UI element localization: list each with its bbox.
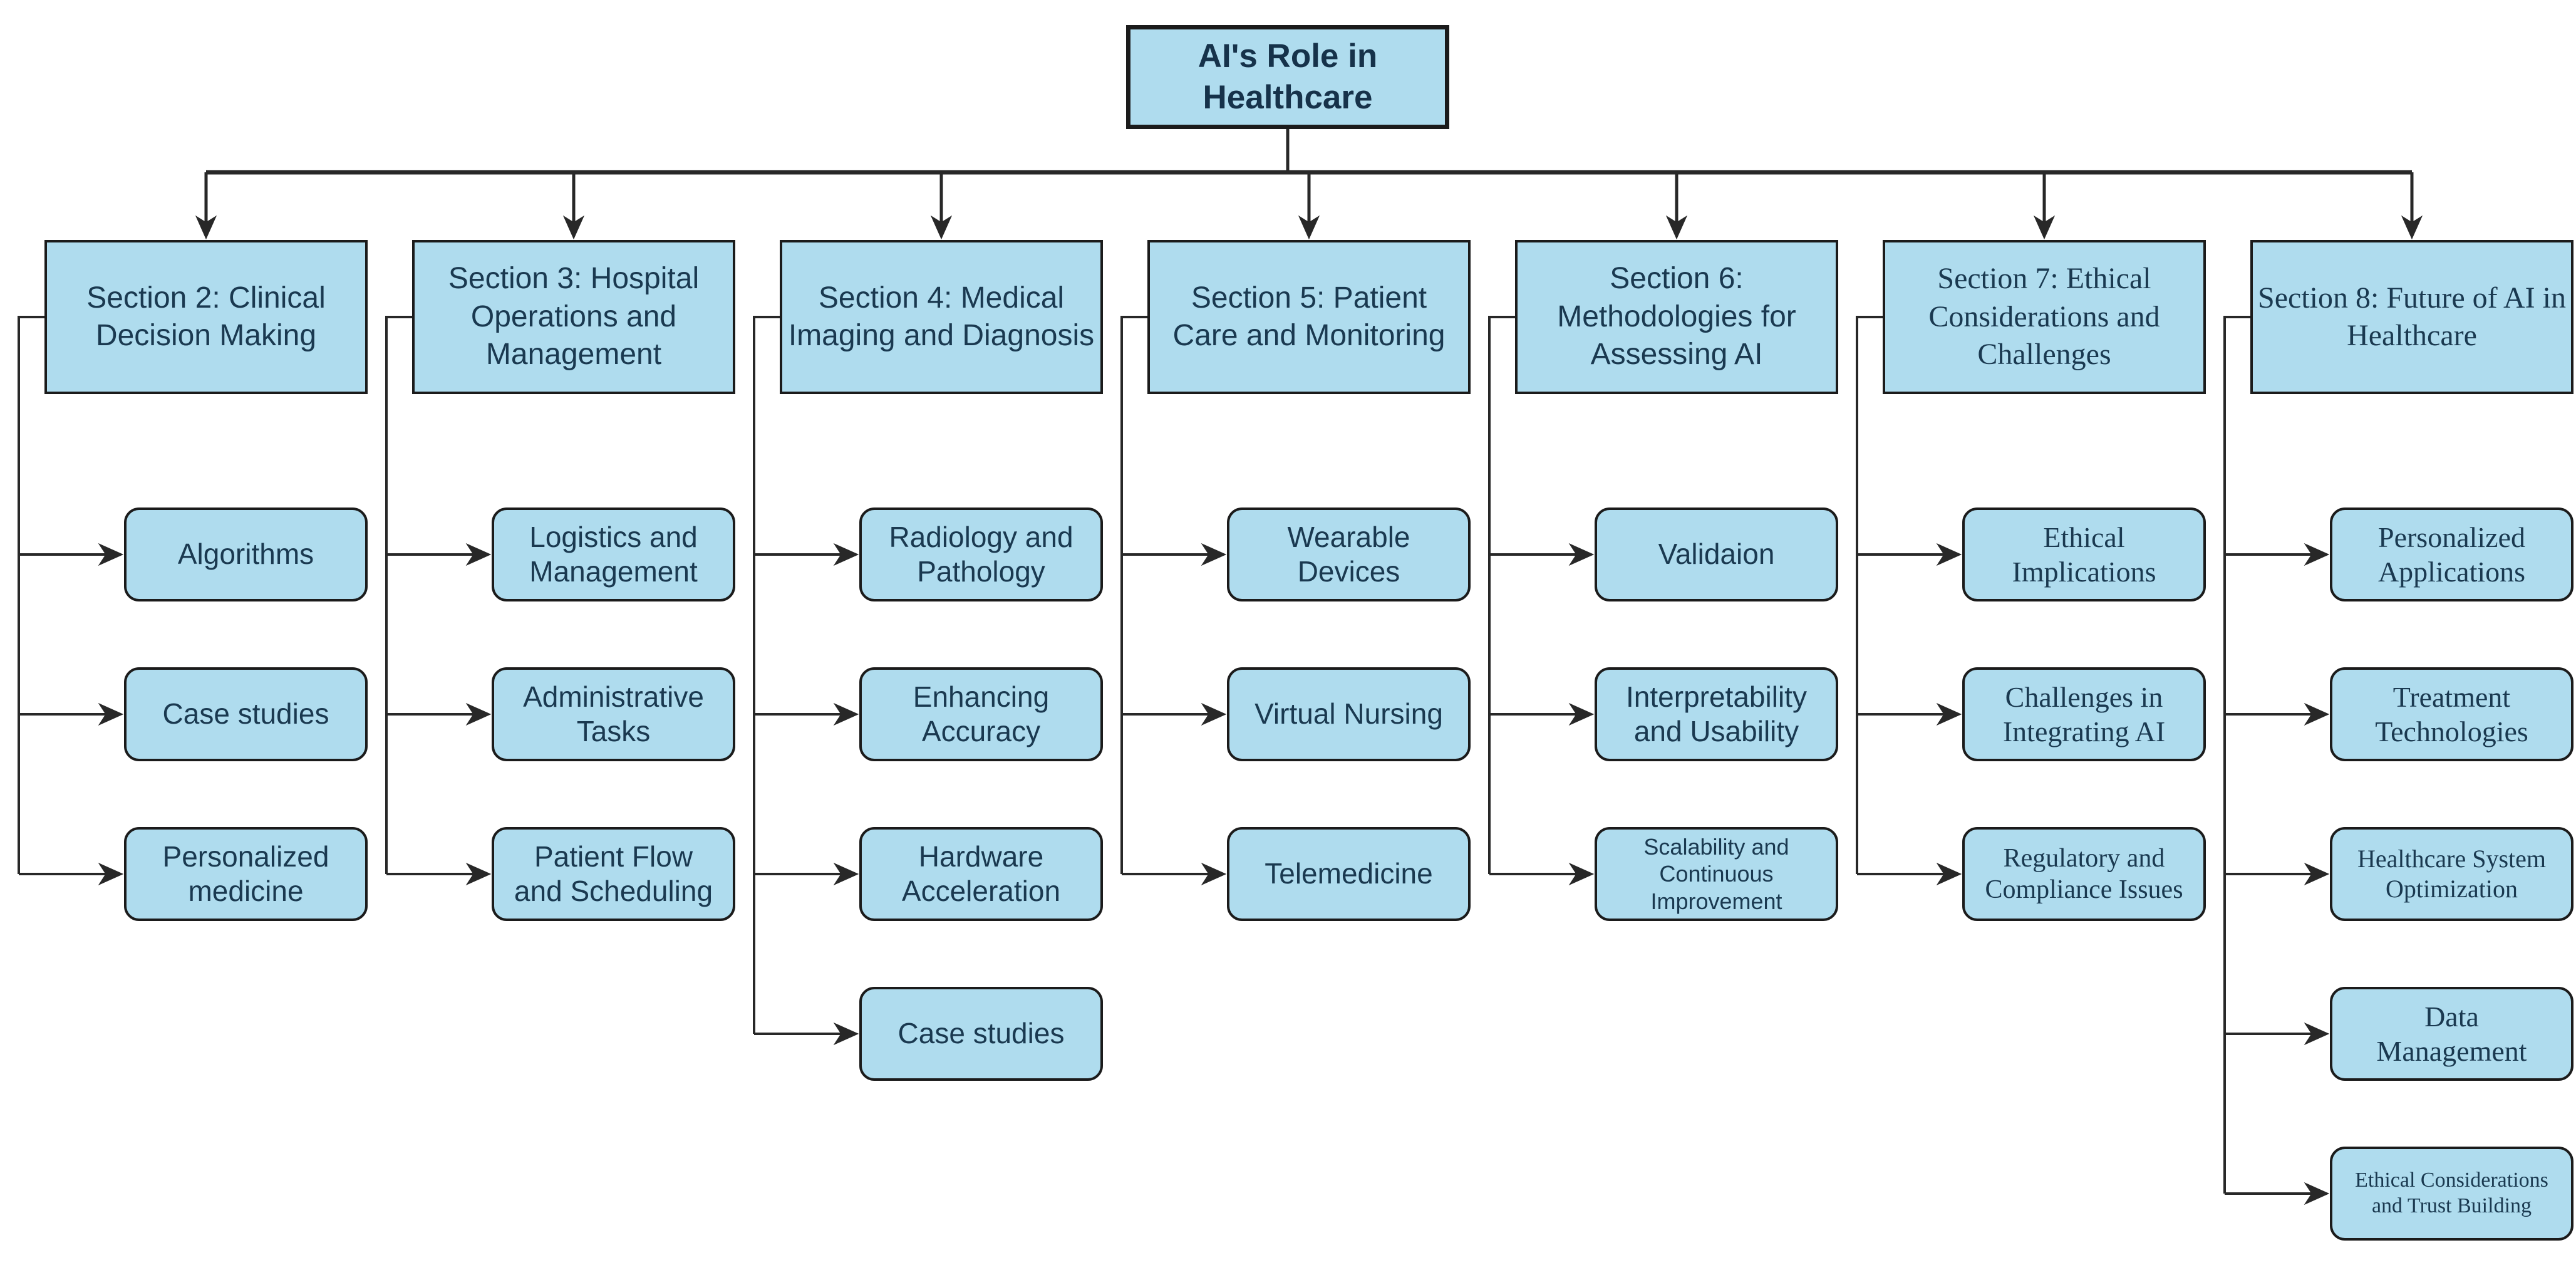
section-header: Section 6: Methodologies for Assessing A… xyxy=(1515,240,1838,394)
down-arrowhead-icon xyxy=(930,215,953,240)
section-spine-line xyxy=(385,316,412,874)
child-node: Healthcare System Optimization xyxy=(2330,827,2573,921)
right-arrowhead-icon xyxy=(2304,1022,2330,1046)
child-node: Regulatory and Compliance Issues xyxy=(1962,827,2206,921)
section-spine-line xyxy=(18,316,44,874)
section-spine-line xyxy=(753,316,780,1034)
child-node: Ethical Considerations and Trust Buildin… xyxy=(2330,1147,2573,1241)
section-header: Section 5: Patient Care and Monitoring xyxy=(1147,240,1471,394)
child-node: Wearable Devices xyxy=(1227,508,1471,601)
section-header: Section 7: Ethical Considerations and Ch… xyxy=(1883,240,2206,394)
child-node: Treatment Technologies xyxy=(2330,667,2573,761)
child-node: Virtual Nursing xyxy=(1227,667,1471,761)
child-node: Ethical Implications xyxy=(1962,508,2206,601)
root-node: AI's Role in Healthcare xyxy=(1126,25,1449,129)
child-node: Telemedicine xyxy=(1227,827,1471,921)
down-arrowhead-icon xyxy=(1298,215,1320,240)
right-arrowhead-icon xyxy=(2304,702,2330,726)
right-arrowhead-icon xyxy=(833,543,859,566)
child-node: Patient Flow and Scheduling xyxy=(492,827,735,921)
child-node: Challenges in Integrating AI xyxy=(1962,667,2206,761)
section-spine-line xyxy=(2223,316,2250,1194)
right-arrowhead-icon xyxy=(1936,862,1962,886)
child-node: Enhancing Accuracy xyxy=(859,667,1103,761)
child-node: Hardware Acceleration xyxy=(859,827,1103,921)
child-node: Data Management xyxy=(2330,987,2573,1081)
child-node: Validaion xyxy=(1595,508,1838,601)
child-node: Algorithms xyxy=(124,508,368,601)
section-header: Section 2: Clinical Decision Making xyxy=(44,240,368,394)
right-arrowhead-icon xyxy=(465,702,492,726)
child-node: Administrative Tasks xyxy=(492,667,735,761)
right-arrowhead-icon xyxy=(1568,702,1595,726)
section-header: Section 3: Hospital Operations and Manag… xyxy=(412,240,735,394)
down-arrowhead-icon xyxy=(2401,215,2423,240)
right-arrowhead-icon xyxy=(1936,543,1962,566)
child-node: Interpretability and Usability xyxy=(1595,667,1838,761)
right-arrowhead-icon xyxy=(1201,702,1227,726)
right-arrowhead-icon xyxy=(98,862,124,886)
section-spine-line xyxy=(1120,316,1147,874)
down-arrowhead-icon xyxy=(562,215,585,240)
right-arrowhead-icon xyxy=(98,543,124,566)
section-header: Section 8: Future of AI in Healthcare xyxy=(2250,240,2573,394)
child-node: Personalized Applications xyxy=(2330,508,2573,601)
right-arrowhead-icon xyxy=(1201,543,1227,566)
right-arrowhead-icon xyxy=(833,862,859,886)
child-node: Radiology and Pathology xyxy=(859,508,1103,601)
right-arrowhead-icon xyxy=(465,862,492,886)
child-node: Case studies xyxy=(859,987,1103,1081)
right-arrowhead-icon xyxy=(1936,702,1962,726)
right-arrowhead-icon xyxy=(98,702,124,726)
child-node: Logistics and Management xyxy=(492,508,735,601)
down-arrowhead-icon xyxy=(1665,215,1688,240)
right-arrowhead-icon xyxy=(1568,862,1595,886)
child-node: Personalized medicine xyxy=(124,827,368,921)
section-header: Section 4: Medical Imaging and Diagnosis xyxy=(780,240,1103,394)
right-arrowhead-icon xyxy=(833,702,859,726)
down-arrowhead-icon xyxy=(2033,215,2056,240)
right-arrowhead-icon xyxy=(1201,862,1227,886)
right-arrowhead-icon xyxy=(2304,1182,2330,1205)
right-arrowhead-icon xyxy=(1568,543,1595,566)
section-spine-line xyxy=(1856,316,1883,874)
right-arrowhead-icon xyxy=(2304,862,2330,886)
right-arrowhead-icon xyxy=(833,1022,859,1046)
right-arrowhead-icon xyxy=(465,543,492,566)
child-node: Case studies xyxy=(124,667,368,761)
section-spine-line xyxy=(1488,316,1515,874)
right-arrowhead-icon xyxy=(2304,543,2330,566)
child-node: Scalability and Continuous Improvement xyxy=(1595,827,1838,921)
down-arrowhead-icon xyxy=(195,215,217,240)
